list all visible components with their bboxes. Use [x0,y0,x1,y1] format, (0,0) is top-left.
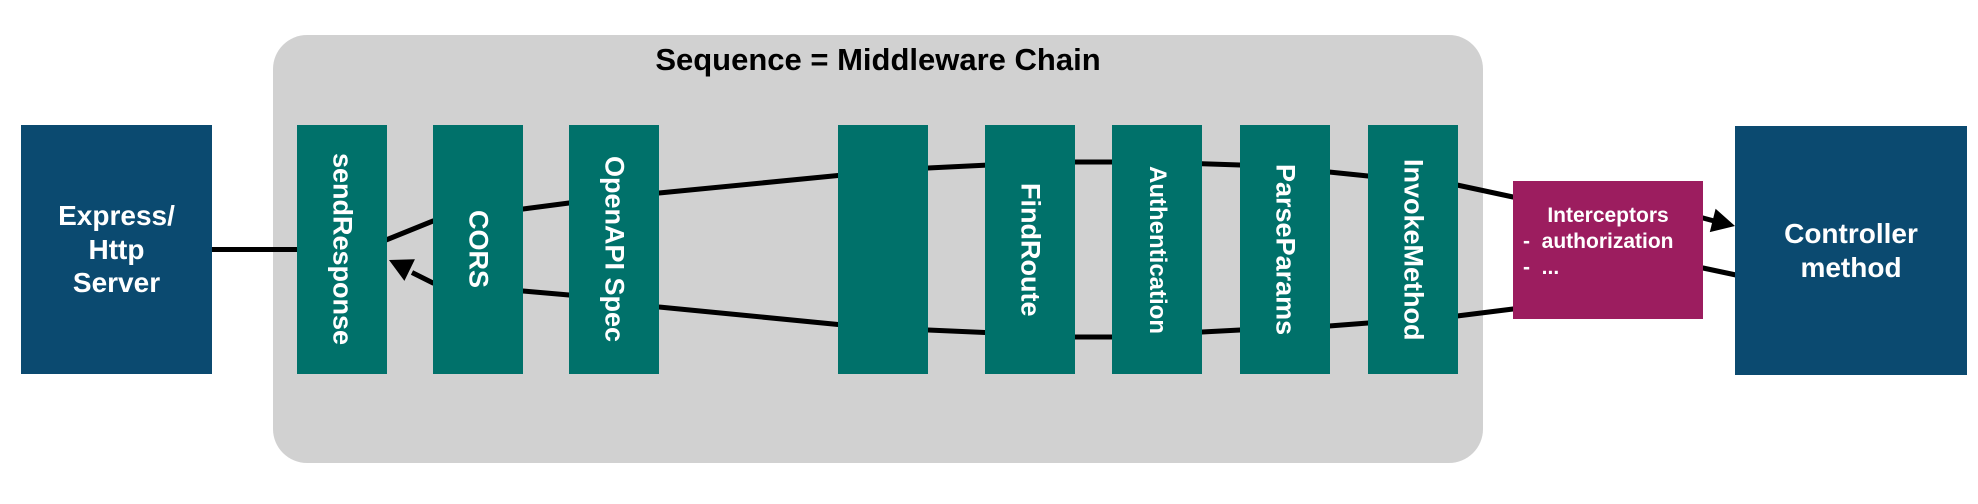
response-flow-line [410,265,1737,340]
middleware-box-findroute: FindRoute [985,125,1075,374]
middleware-label: FindRoute [1015,182,1046,317]
middleware-label: InvokeMethod [1398,158,1429,341]
middleware-label: sendResponse [327,153,358,346]
request-flow-line [385,159,1717,243]
middleware-box-invokemethod: InvokeMethod [1368,125,1458,374]
response-arrowhead [389,259,415,281]
middleware-label: ParseParams [1270,163,1301,336]
controller-method-label: Controller method [1784,217,1918,283]
interceptors-bullet-ellipsis: - ... [1523,256,1560,279]
middleware-label: OpenAPI Spec [599,156,630,343]
middleware-label: Authentication [1144,165,1171,334]
interceptors-box: Interceptors - authorization - ... [1513,181,1703,319]
middleware-box-cors: CORS [433,125,523,374]
middleware-label: CORS [463,210,494,289]
controller-method-node: Controller method [1735,126,1967,375]
interceptors-title: Interceptors [1547,204,1669,227]
express-server-node: Express/ Http Server [21,125,212,374]
middleware-box-authentication: Authentication [1112,125,1202,374]
request-arrowhead [1709,208,1735,233]
express-server-label: Express/ Http Server [58,200,175,299]
middleware-box-openapi-spec: OpenAPI Spec [569,125,659,374]
middleware-box-empty [838,125,928,374]
middleware-box-sendresponse: sendResponse [297,125,387,374]
middleware-box-parseparams: ParseParams [1240,125,1330,374]
interceptors-bullet-authorization: - authorization [1523,230,1674,253]
chain-title: Sequence = Middleware Chain [655,42,1101,77]
